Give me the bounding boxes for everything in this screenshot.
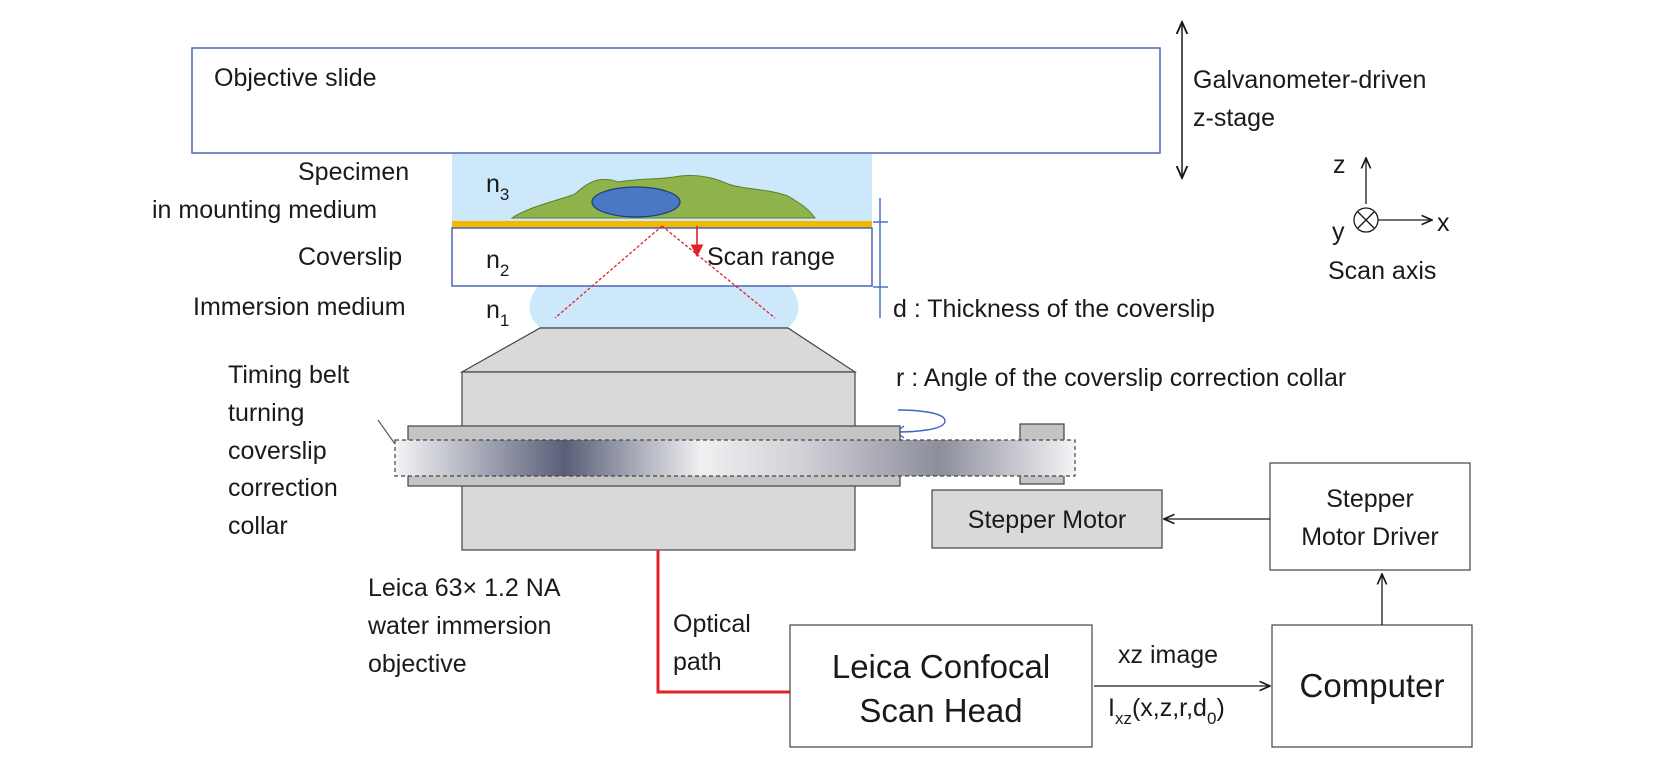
n1-label: n1 (486, 296, 509, 330)
galvanometer-label-line2: z-stage (1193, 104, 1275, 132)
immersion-medium-drop (529, 286, 799, 328)
axis-y-label: y (1332, 218, 1345, 246)
collar-rotation-arrow (895, 409, 946, 433)
scan-range-label: Scan range (707, 243, 835, 271)
specimen-nucleus (591, 186, 681, 218)
stepper-driver-label-1: Stepper (1326, 485, 1414, 513)
scan-head-label-2: Scan Head (859, 692, 1022, 729)
axis-x-label: x (1437, 209, 1450, 237)
n3-label: n3 (486, 170, 509, 204)
objective-label-1: Leica 63× 1.2 NA (368, 574, 561, 602)
thickness-label: d : Thickness of the coverslip (893, 295, 1215, 323)
axis-z-label: z (1333, 151, 1346, 179)
stepper-driver-box (1269, 462, 1471, 571)
scan-head-label-1: Leica Confocal (832, 648, 1050, 685)
specimen-label-line2: in mounting medium (152, 196, 377, 224)
coverslip-top-surface (452, 221, 872, 228)
specimen-label-line1: Specimen (298, 158, 409, 186)
ixz-function-label: Ixz(x,z,r,d0) (1108, 694, 1225, 728)
timing-belt-label-3: coverslip (228, 437, 327, 465)
objective-label-2: water immersion (367, 612, 551, 640)
timing-belt-label-1: Timing belt (228, 361, 349, 389)
timing-belt-label-2: turning (228, 399, 304, 427)
objective-label-3: objective (368, 650, 467, 678)
stepper-motor-label: Stepper Motor (968, 506, 1126, 534)
stepper-driver-label-2: Motor Driver (1301, 523, 1439, 551)
stepper-motor-box (931, 489, 1163, 549)
objective-slide (191, 47, 1161, 154)
xz-image-label: xz image (1118, 641, 1218, 669)
optical-path-line (656, 550, 790, 694)
optical-cone-left (554, 225, 663, 319)
timing-belt-label-5: collar (228, 512, 288, 540)
timing-belt (394, 439, 1076, 477)
galvanometer-label-line1: Galvanometer-driven (1193, 66, 1426, 94)
collar-angle-label: r : Angle of the coverslip correction co… (896, 364, 1346, 392)
objective-slide-label: Objective slide (214, 64, 377, 92)
coverslip-label: Coverslip (298, 243, 402, 271)
computer-label: Computer (1300, 667, 1445, 704)
objective-top-cone (459, 327, 858, 373)
scan-axis-label: Scan axis (1328, 257, 1436, 285)
scan-head-box (789, 624, 1093, 748)
axis-y-cross-2 (1357, 211, 1375, 229)
immersion-medium-label: Immersion medium (193, 293, 406, 321)
optical-cone-right (661, 225, 776, 319)
optical-path-label-1: Optical (673, 610, 751, 638)
n2-label: n2 (486, 246, 509, 280)
coverslip (451, 227, 873, 287)
timing-belt-pointer (377, 419, 396, 445)
computer-box (1271, 624, 1473, 748)
timing-belt-label-4: correction (228, 474, 338, 502)
optical-path-label-2: path (673, 648, 722, 676)
